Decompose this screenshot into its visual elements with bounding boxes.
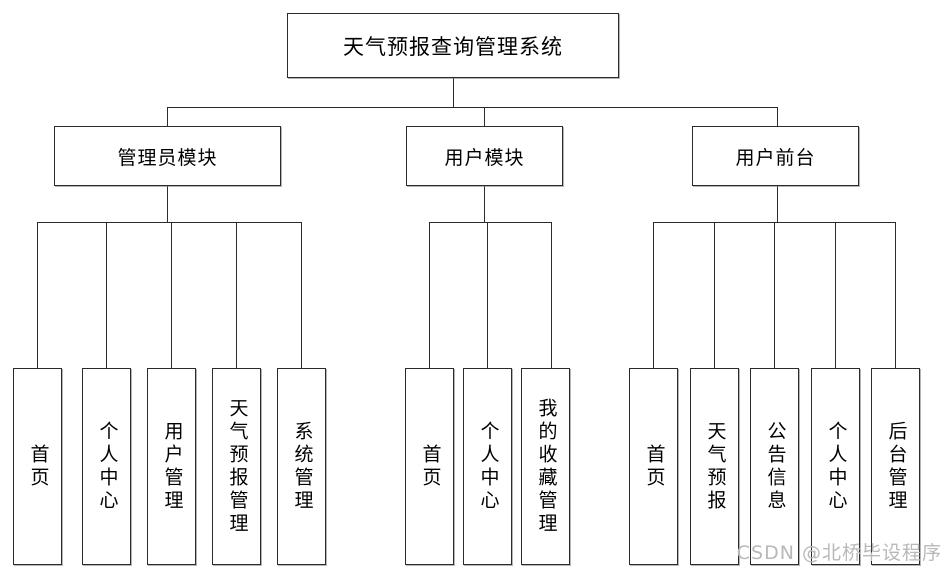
connector-frontend-leaf-3 xyxy=(774,222,775,368)
leaf-node-admin-4-label: 天气预报管理 xyxy=(226,397,249,536)
root-node: 天气预报查询管理系统 xyxy=(287,13,619,78)
leaf-node-frontend-1-label: 首页 xyxy=(643,443,666,490)
module-node-user: 用户模块 xyxy=(406,126,563,186)
module-node-admin: 管理员模块 xyxy=(54,126,281,186)
leaf-node-admin-5-label: 系统管理 xyxy=(291,420,314,513)
leaf-node-frontend-2-label: 天气预报 xyxy=(704,420,727,513)
connector-admin-leaf-3 xyxy=(171,222,172,368)
connector-root-stem xyxy=(453,78,454,107)
leaf-node-frontend-1: 首页 xyxy=(629,368,678,565)
leaf-node-user-1: 首页 xyxy=(405,368,454,565)
leaf-node-frontend-3-label: 公告信息 xyxy=(764,420,787,513)
leaf-node-user-2: 个人中心 xyxy=(463,368,512,565)
connector-admin-stem xyxy=(167,186,168,222)
leaf-node-user-1-label: 首页 xyxy=(419,443,442,490)
connector-admin-bus xyxy=(37,222,301,223)
connector-admin-leaf-5 xyxy=(301,222,302,368)
leaf-node-frontend-5: 后台管理 xyxy=(871,368,920,565)
leaf-node-frontend-4: 个人中心 xyxy=(811,368,860,565)
leaf-node-frontend-2: 天气预报 xyxy=(690,368,739,565)
connector-user-leaf-2 xyxy=(487,222,488,368)
leaf-node-admin-2-label: 个人中心 xyxy=(96,420,119,513)
connector-frontend-leaf-5 xyxy=(895,222,896,368)
leaf-node-admin-3-label: 用户管理 xyxy=(161,420,184,513)
connector-user-bus xyxy=(429,222,551,223)
connector-frontend-stem xyxy=(777,186,778,222)
leaf-node-admin-2: 个人中心 xyxy=(82,368,131,565)
leaf-node-admin-1-label: 首页 xyxy=(27,443,50,490)
leaf-node-user-3-label: 我的收藏管理 xyxy=(535,397,558,536)
connector-to-user-module xyxy=(484,107,485,126)
connector-admin-leaf-1 xyxy=(37,222,38,368)
leaf-node-user-3: 我的收藏管理 xyxy=(521,368,570,565)
module-node-admin-label: 管理员模块 xyxy=(117,146,218,169)
connector-frontend-leaf-2 xyxy=(714,222,715,368)
connector-frontend-leaf-1 xyxy=(653,222,654,368)
connector-frontend-leaf-4 xyxy=(835,222,836,368)
connector-user-leaf-1 xyxy=(429,222,430,368)
connector-user-stem xyxy=(484,186,485,222)
leaf-node-user-2-label: 个人中心 xyxy=(477,420,500,513)
leaf-node-admin-5: 系统管理 xyxy=(277,368,326,565)
leaf-node-frontend-3: 公告信息 xyxy=(750,368,799,565)
connector-user-leaf-3 xyxy=(551,222,552,368)
module-node-frontend: 用户前台 xyxy=(692,126,859,186)
module-node-user-label: 用户模块 xyxy=(444,146,525,169)
connector-to-frontend-module xyxy=(777,107,778,126)
module-node-frontend-label: 用户前台 xyxy=(735,146,816,169)
connector-to-admin-module xyxy=(167,107,168,126)
connector-level1-bus xyxy=(167,107,777,108)
connector-admin-leaf-4 xyxy=(236,222,237,368)
leaf-node-frontend-4-label: 个人中心 xyxy=(825,420,848,513)
leaf-node-frontend-5-label: 后台管理 xyxy=(885,420,908,513)
leaf-node-admin-3: 用户管理 xyxy=(147,368,196,565)
leaf-node-admin-4: 天气预报管理 xyxy=(212,368,261,565)
leaf-node-admin-1: 首页 xyxy=(13,368,62,565)
connector-admin-leaf-2 xyxy=(106,222,107,368)
root-node-label: 天气预报查询管理系统 xyxy=(343,34,563,59)
